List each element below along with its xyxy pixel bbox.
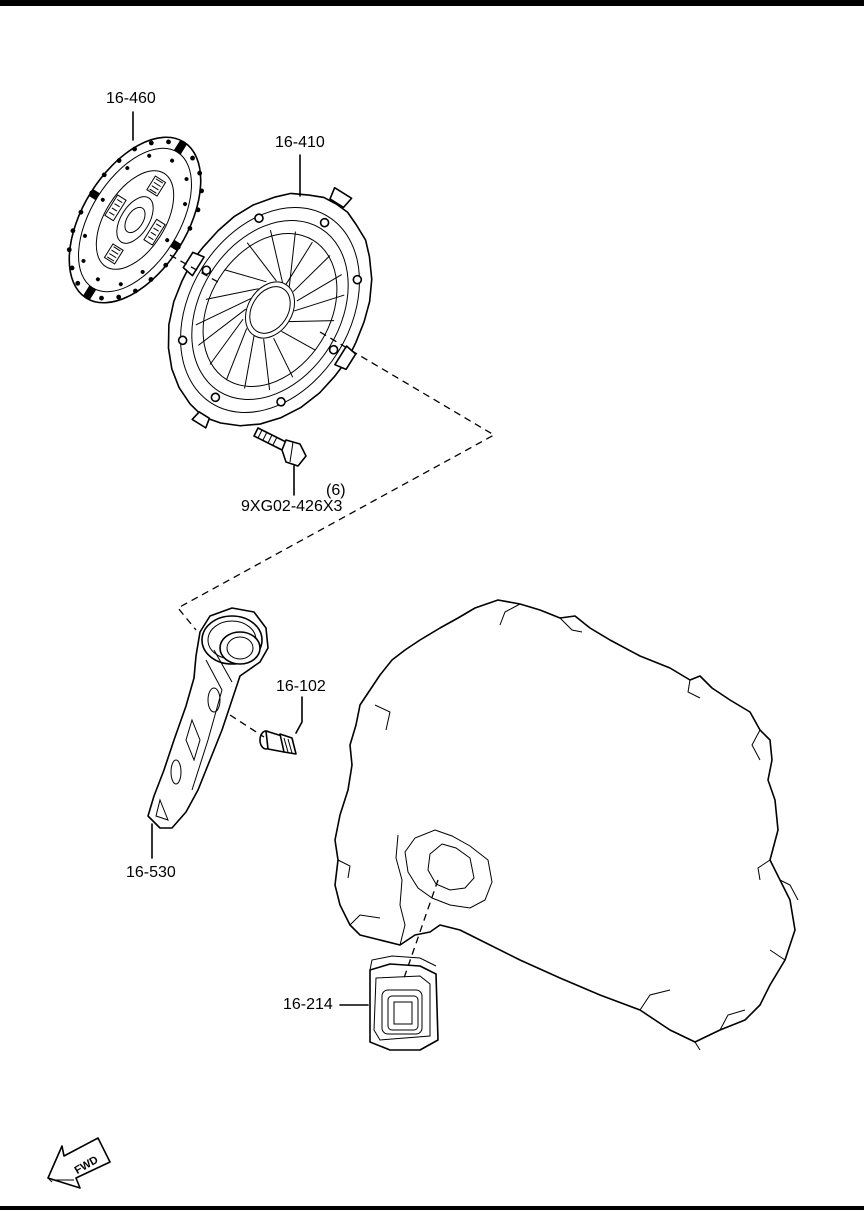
- relation-lines: [169, 254, 496, 979]
- label-release-fork: 16-530: [126, 864, 176, 881]
- label-clutch-cover: 16-410: [275, 134, 325, 151]
- release-fork: [147, 607, 269, 829]
- label-clutch-disc: 16-460: [106, 90, 156, 107]
- boot: [369, 955, 439, 1051]
- label-bolt-qty: (6): [326, 482, 346, 499]
- bottom-border: [0, 1206, 864, 1210]
- clutch-cover: [167, 186, 373, 429]
- label-pivot: 16-102: [276, 678, 326, 695]
- label-boot: 16-214: [283, 996, 333, 1013]
- top-border: [0, 0, 864, 6]
- pivot-bolt: [259, 730, 297, 755]
- fwd-arrow-icon: FWD: [47, 1137, 111, 1189]
- transmission-housing: [334, 599, 799, 1051]
- bolt: [253, 427, 307, 467]
- label-bolt: 9XG02-426X3: [241, 498, 343, 515]
- clutch-disc: [66, 136, 204, 304]
- leader-lines: [132, 111, 369, 1006]
